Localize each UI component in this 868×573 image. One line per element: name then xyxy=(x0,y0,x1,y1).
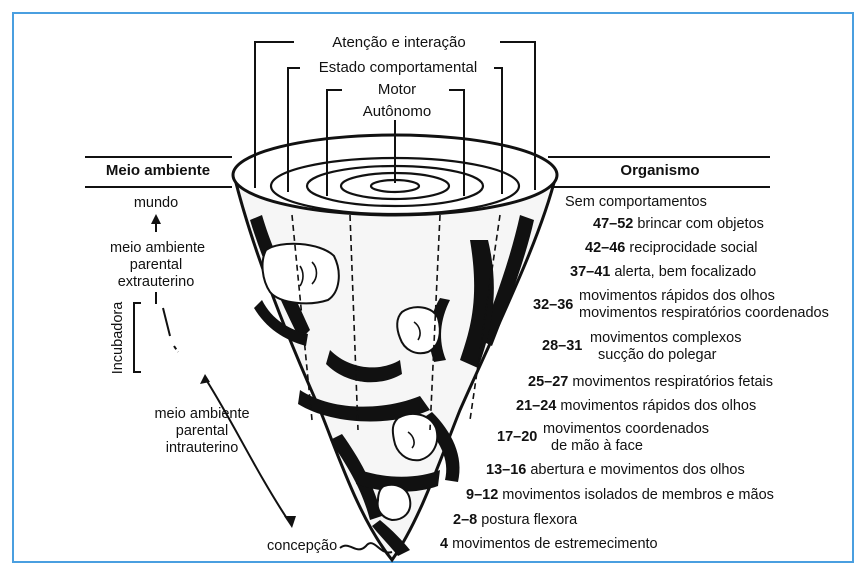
milestone-text: movimentos isolados de membros e mãos xyxy=(502,487,774,503)
environment-header: Meio ambiente xyxy=(92,163,224,179)
env-intrauterine-line-2: parental xyxy=(150,423,254,439)
milestone-text: movimentos rápidos dos olhos xyxy=(560,398,756,414)
env-world: mundo xyxy=(118,195,194,211)
env-extrauterine-line-2: parental xyxy=(110,257,202,273)
milestone-2-8: 2–8 postura flexora xyxy=(453,512,577,528)
milestone-text: movimentos respiratórios fetais xyxy=(572,374,773,390)
milestone-32-36-line-2: movimentos respiratórios coordenados xyxy=(579,305,829,321)
milestone-text: brincar com objetos xyxy=(637,216,764,232)
milestone-weeks: 13–16 xyxy=(486,462,526,478)
env-extrauterine-line-3: extrauterino xyxy=(110,274,202,290)
milestone-47-52: 47–52 brincar com objetos xyxy=(593,216,764,232)
milestone-text: postura flexora xyxy=(481,512,577,528)
milestone-weeks: 21–24 xyxy=(516,398,556,414)
milestone-28-31-weeks: 28–31 xyxy=(542,338,582,354)
milestone-4: 4 movimentos de estremecimento xyxy=(440,536,658,552)
milestone-weeks: 4 xyxy=(440,536,448,552)
milestone-weeks: 9–12 xyxy=(466,487,498,503)
milestone-no-behaviors: Sem comportamentos xyxy=(565,194,707,210)
milestone-weeks: 2–8 xyxy=(453,512,477,528)
milestone-28-31-line-2: sucção do polegar xyxy=(598,347,717,363)
milestone-text: movimentos de estremecimento xyxy=(452,536,658,552)
milestone-21-24: 21–24 movimentos rápidos dos olhos xyxy=(516,398,756,414)
layer-behavioral-state: Estado comportamental xyxy=(302,60,494,76)
milestone-28-31-line-1: movimentos complexos xyxy=(590,330,742,346)
milestone-17-20-line-2: de mão à face xyxy=(551,438,643,454)
layer-autonomic: Autônomo xyxy=(345,104,449,120)
env-incubator: Incubadora xyxy=(110,294,126,382)
milestone-9-12: 9–12 movimentos isolados de membros e mã… xyxy=(466,487,774,503)
milestone-32-36-line-1: movimentos rápidos dos olhos xyxy=(579,288,775,304)
milestone-17-20-line-1: movimentos coordenados xyxy=(543,421,709,437)
layer-attention-interaction: Atenção e interação xyxy=(301,35,497,51)
milestone-weeks: 47–52 xyxy=(593,216,633,232)
milestone-32-36-weeks: 32–36 xyxy=(533,297,573,313)
env-intrauterine-line-3: intrauterino xyxy=(150,440,254,456)
milestone-13-16: 13–16 abertura e movimentos dos olhos xyxy=(486,462,745,478)
milestone-25-27: 25–27 movimentos respiratórios fetais xyxy=(528,374,773,390)
milestone-weeks: 25–27 xyxy=(528,374,568,390)
env-intrauterine-line-1: meio ambiente xyxy=(150,406,254,422)
env-extrauterine-line-1: meio ambiente xyxy=(110,240,202,256)
organism-header: Organismo xyxy=(600,163,720,179)
milestone-weeks: 37–41 xyxy=(570,264,610,280)
milestone-text: reciprocidade social xyxy=(629,240,757,256)
milestone-weeks: 42–46 xyxy=(585,240,625,256)
milestone-42-46: 42–46 reciprocidade social xyxy=(585,240,758,256)
milestone-17-20-weeks: 17–20 xyxy=(497,429,537,445)
env-conception: concepção xyxy=(267,538,337,554)
milestone-text: alerta, bem focalizado xyxy=(614,264,756,280)
milestone-text: abertura e movimentos dos olhos xyxy=(530,462,744,478)
milestone-37-41: 37–41 alerta, bem focalizado xyxy=(570,264,756,280)
layer-motor: Motor xyxy=(345,82,449,98)
